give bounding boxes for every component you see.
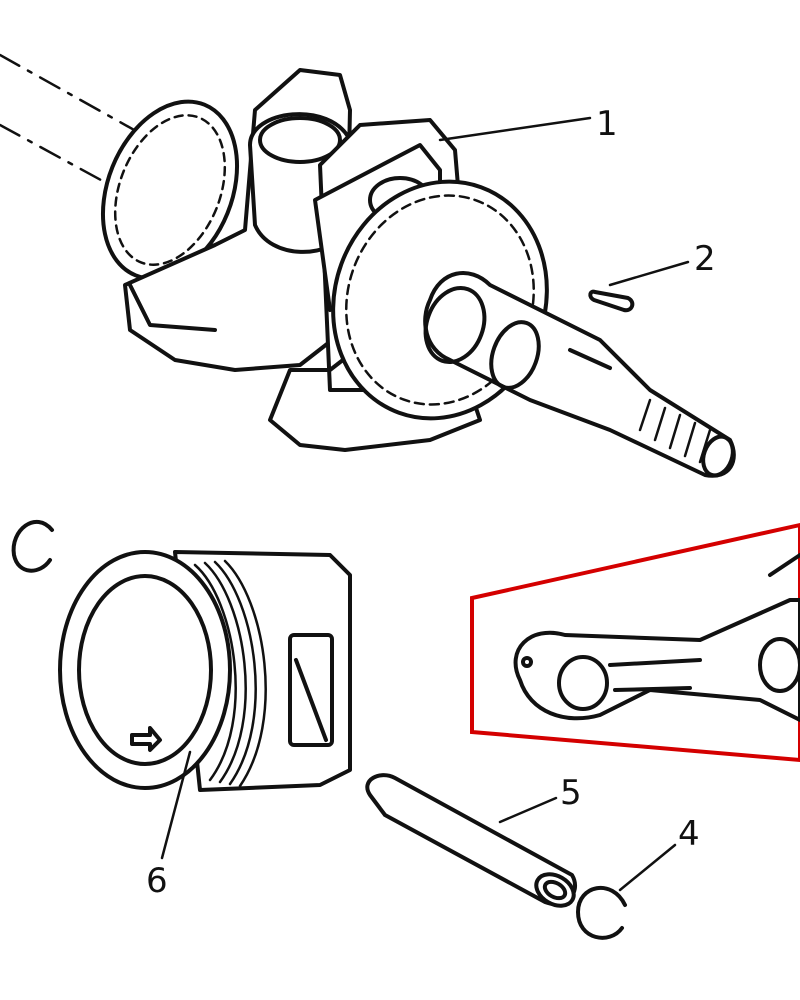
piston-icon xyxy=(58,550,352,792)
leader-line-5 xyxy=(498,796,558,824)
highlight-box xyxy=(470,522,800,763)
clip-left-icon xyxy=(11,519,54,573)
leader-lines xyxy=(160,116,690,892)
woodruff-key-icon xyxy=(588,289,635,313)
connecting-rod-icon xyxy=(470,522,800,763)
piston-pin-clip-icon xyxy=(576,886,627,940)
piston-pin-icon xyxy=(365,773,578,908)
leader-line-1 xyxy=(438,116,592,142)
callout-5: 5 xyxy=(560,773,582,813)
callout-6: 6 xyxy=(146,861,168,901)
callout-2: 2 xyxy=(694,239,716,279)
rear-gear-icon xyxy=(100,99,240,281)
crankshaft-icon xyxy=(0,53,736,478)
callout-1: 1 xyxy=(596,104,618,144)
leader-line-4 xyxy=(618,843,677,892)
leader-line-2 xyxy=(608,260,690,287)
leader-line-6 xyxy=(160,750,192,860)
callout-4: 4 xyxy=(678,814,700,854)
